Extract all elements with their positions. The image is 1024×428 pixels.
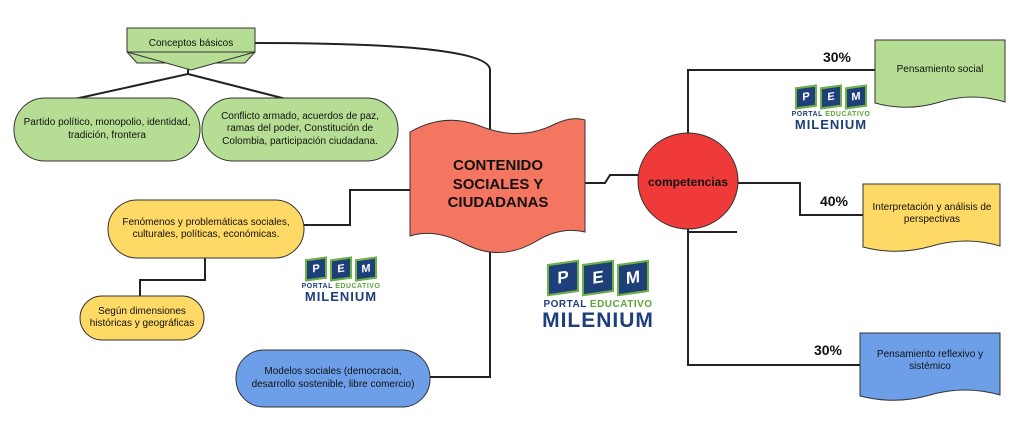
pensamiento-social-shape (874, 39, 1006, 108)
logo-milenium-text: MILENIUM (304, 289, 378, 304)
partido-label: Partido político, monopolio, identidad, … (23, 117, 191, 141)
pensamiento-social-percent: 30% (822, 49, 852, 66)
line-reflexivo (687, 228, 860, 366)
logo-portal-text: PORTAL EDUCATIVO (543, 299, 653, 310)
portal-educativo-logo-top: P E M PORTAL EDUCATIVO MILENIUM (788, 84, 874, 132)
conflicto-node (201, 97, 399, 162)
conflicto-label: Conflicto armado, acuerdos de paz, ramas… (221, 110, 379, 147)
competencias-circle (637, 132, 739, 230)
pem-letters: P E M (534, 259, 662, 297)
interpretacion-label: Interpretación y análisis de perspectiva… (872, 201, 992, 226)
line-conceptos (254, 42, 491, 135)
conceptos-basicos-triangle (126, 51, 256, 71)
segun-label: Según dimensiones históricas y geográfic… (89, 305, 195, 330)
logo-letter-p: P (547, 259, 579, 297)
portal-educativo-logo-center: P E M PORTAL EDUCATIVO MILENIUM (534, 259, 662, 332)
logo-letter-m: M (355, 256, 377, 282)
partido-node (13, 97, 201, 162)
modelos-label: Modelos sociales (democracia, desarrollo… (251, 366, 415, 390)
line-partido (69, 63, 189, 101)
line-competencias (585, 174, 640, 184)
competencias-label: competencias (647, 174, 729, 189)
pem-letters: P E M (788, 84, 874, 110)
line-pensamiento-social (687, 69, 875, 140)
line-interpretacion (735, 182, 865, 216)
central-title: CONTENIDO SOCIALES Y CIUDADANAS (447, 156, 549, 212)
logo-letter-m: M (845, 84, 867, 110)
logo-letter-e: E (820, 84, 842, 110)
pem-letters: P E M (298, 256, 384, 282)
pensamiento-social-label: Pensamiento social (896, 63, 984, 75)
logo-portal-text: PORTAL EDUCATIVO (791, 111, 871, 118)
logo-milenium-text: MILENIUM (542, 309, 654, 332)
line-segun (139, 258, 206, 298)
logo-letter-p: P (305, 256, 327, 282)
logo-letter-p: P (795, 84, 817, 110)
line-fenomenos (300, 189, 410, 226)
reflexivo-shape (859, 332, 1001, 401)
modelos-node (235, 349, 431, 408)
reflexivo-label: Pensamiento reflexivo y sistémico (876, 348, 984, 373)
logo-letter-m: M (617, 259, 649, 297)
line-modelos (430, 240, 491, 378)
logo-portal-text: PORTAL EDUCATIVO (301, 283, 381, 290)
segun-node (79, 295, 205, 341)
reflexivo-percent: 30% (813, 342, 843, 359)
interpretacion-shape (862, 183, 1001, 252)
line-conflicto (187, 73, 291, 101)
interpretacion-percent: 40% (819, 193, 849, 210)
portal-educativo-logo-left: P E M PORTAL EDUCATIVO MILENIUM (298, 256, 384, 304)
logo-milenium-text: MILENIUM (794, 117, 868, 132)
fenomenos-node (107, 199, 305, 259)
logo-letter-e: E (330, 256, 352, 282)
fenomenos-label: Fenómenos y problemáticas sociales, cult… (122, 216, 290, 241)
conceptos-basicos-label: Conceptos básicos (148, 37, 234, 49)
central-flag-shape (409, 118, 586, 253)
logo-letter-e: E (582, 259, 614, 297)
